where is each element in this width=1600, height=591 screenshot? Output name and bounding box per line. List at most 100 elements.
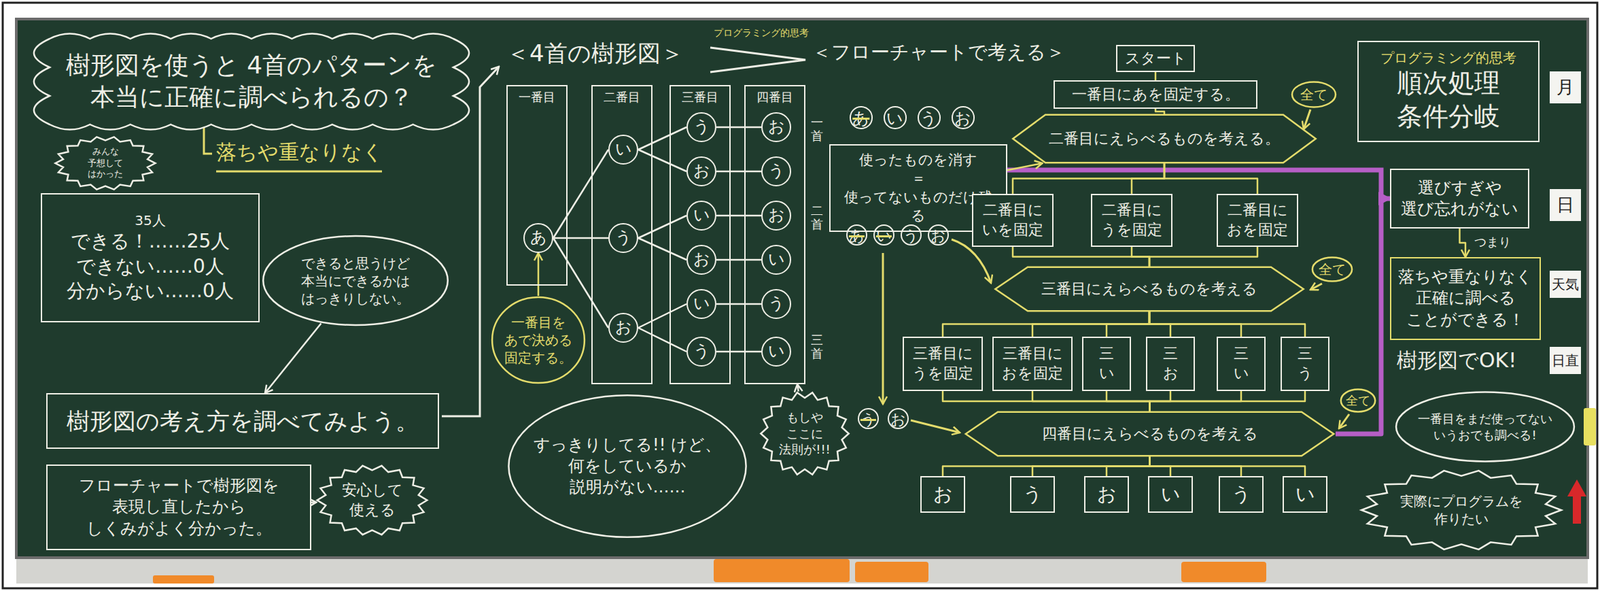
- magnet: [1583, 407, 1596, 446]
- board-surface: [16, 19, 1588, 558]
- letter-circle: あ: [523, 222, 554, 253]
- node-text: 35人: [134, 211, 166, 230]
- connector: [1149, 246, 1258, 267]
- node-text: みんな 予想して はかった: [78, 146, 133, 181]
- node-text: う: [768, 160, 786, 182]
- node-text: お: [693, 248, 711, 270]
- node-text: お: [1162, 363, 1179, 384]
- board-card: 月: [1549, 71, 1581, 104]
- node-text: 条件分岐: [1396, 99, 1501, 134]
- letter-circle: お: [686, 244, 717, 275]
- node-text: 四番目にえらべるものを考える: [1041, 424, 1259, 444]
- all-tag: 全て: [1311, 256, 1353, 282]
- result-box: う: [1218, 475, 1264, 513]
- ellipse-line: [1341, 389, 1376, 412]
- connector: [1106, 456, 1151, 476]
- tree-column: 四番目おうおいうい: [744, 84, 806, 385]
- letter-circle: う: [761, 288, 792, 319]
- hex-line: [1012, 114, 1316, 164]
- next-step-bubble: 一番目をまだ使ってない いうおでも調べる!: [1393, 390, 1577, 463]
- result-box: お: [920, 475, 966, 513]
- node-text: できない……0人: [76, 254, 225, 279]
- edge-label: つまり: [1472, 234, 1513, 250]
- ellipse-outline: [1393, 390, 1577, 463]
- process-box: 三お: [1145, 336, 1195, 391]
- node-text: 実際にプログラムを 作りたい: [1400, 492, 1523, 528]
- ellipse-line: [1396, 392, 1575, 462]
- node-text: 二番目に うを固定: [1099, 200, 1165, 240]
- burst-outline: [316, 464, 429, 536]
- ellipse-line: [492, 297, 585, 383]
- letter-circle: お: [608, 312, 639, 343]
- poll-box: 35人できる！……25人できない……0人分からない……0人: [40, 193, 260, 323]
- poem-count: 二首: [810, 203, 824, 232]
- hex-line: [965, 411, 1335, 457]
- node-text: 分からない……0人: [66, 278, 234, 304]
- node-text: い: [768, 340, 786, 362]
- decision-diamond: 四番目にえらべるものを考える: [963, 411, 1336, 457]
- ellipse-line: [508, 394, 746, 537]
- node-text: 三: [1162, 343, 1178, 364]
- connector: [1012, 163, 1165, 194]
- node-text: う: [693, 340, 711, 362]
- remaining-letter: い: [883, 106, 907, 130]
- node-text: 三番目に うを固定: [910, 343, 976, 383]
- letter-circle: い: [608, 134, 639, 165]
- used-letter: う: [857, 407, 879, 429]
- connector: [553, 237, 609, 240]
- burst-outline: [1359, 468, 1564, 551]
- loop-arrow: [1303, 109, 1311, 130]
- node-text: い: [1295, 481, 1316, 507]
- process-box: 三う: [1280, 336, 1330, 391]
- process-box: 三い: [1216, 336, 1266, 391]
- node-text: あ: [530, 227, 548, 249]
- chalk-tray: [16, 558, 1588, 584]
- process-box: 三い: [1082, 336, 1132, 391]
- ellipse-line: [1292, 82, 1336, 108]
- connector: [638, 303, 687, 328]
- node-text: う: [615, 227, 633, 249]
- node-text: う: [1231, 481, 1252, 507]
- connector: [1459, 228, 1467, 257]
- remaining-letter: う: [900, 224, 922, 246]
- connector: [638, 215, 687, 238]
- small-heading: プログラミング的思考: [713, 27, 809, 39]
- node-text: 全て: [1345, 392, 1371, 408]
- connector: [1032, 456, 1151, 476]
- node-text: 全て: [1318, 260, 1346, 278]
- node-text: 三番目にえらべるものを考える: [1041, 279, 1258, 300]
- node-text: 選びすぎや 選び忘れがない: [1399, 177, 1520, 220]
- eraser: [1181, 561, 1267, 582]
- connector: [311, 500, 317, 503]
- chalk-arrow: [882, 252, 885, 404]
- node-text: 順次処理: [1396, 66, 1501, 100]
- connector: [716, 170, 762, 173]
- remaining-letter: う: [917, 106, 941, 130]
- node-text: 二番目に おを固定: [1224, 200, 1291, 240]
- letter-circle: い: [686, 288, 717, 319]
- purple-arrow: [1335, 198, 1390, 434]
- node-text: フローチャートで樹形図を 表現し直したから しくみがよく分かった。: [54, 475, 304, 539]
- letter-circle: う: [686, 112, 717, 143]
- used-letter: あ: [846, 224, 868, 246]
- conclusion-box: 落ちや重なりなく 正確に調べる ことができる！: [1389, 256, 1541, 340]
- board-card: 天気: [1549, 270, 1581, 298]
- process-box: 二番目に いを固定: [971, 193, 1054, 247]
- eraser: [713, 558, 850, 582]
- node-text: う: [1297, 363, 1314, 384]
- letter-circle: う: [761, 156, 792, 187]
- task-box: 樹形図の考え方を調べてみよう。: [46, 392, 440, 449]
- letter-circle: い: [761, 244, 792, 275]
- section-heading: ＜4首の樹形図＞: [506, 39, 684, 68]
- insight-box: 選びすぎや 選び忘れがない: [1389, 168, 1530, 229]
- node-text: お: [768, 204, 786, 226]
- node-text: 三: [1099, 343, 1115, 364]
- connector: [1012, 246, 1150, 267]
- letter-circle: お: [761, 200, 792, 231]
- connector: [1032, 311, 1150, 337]
- connector: [1106, 311, 1150, 337]
- board-card: 日: [1549, 188, 1581, 221]
- result-box: い: [1148, 475, 1193, 513]
- node-text: 一番目を あで決める 固定する。: [502, 313, 574, 367]
